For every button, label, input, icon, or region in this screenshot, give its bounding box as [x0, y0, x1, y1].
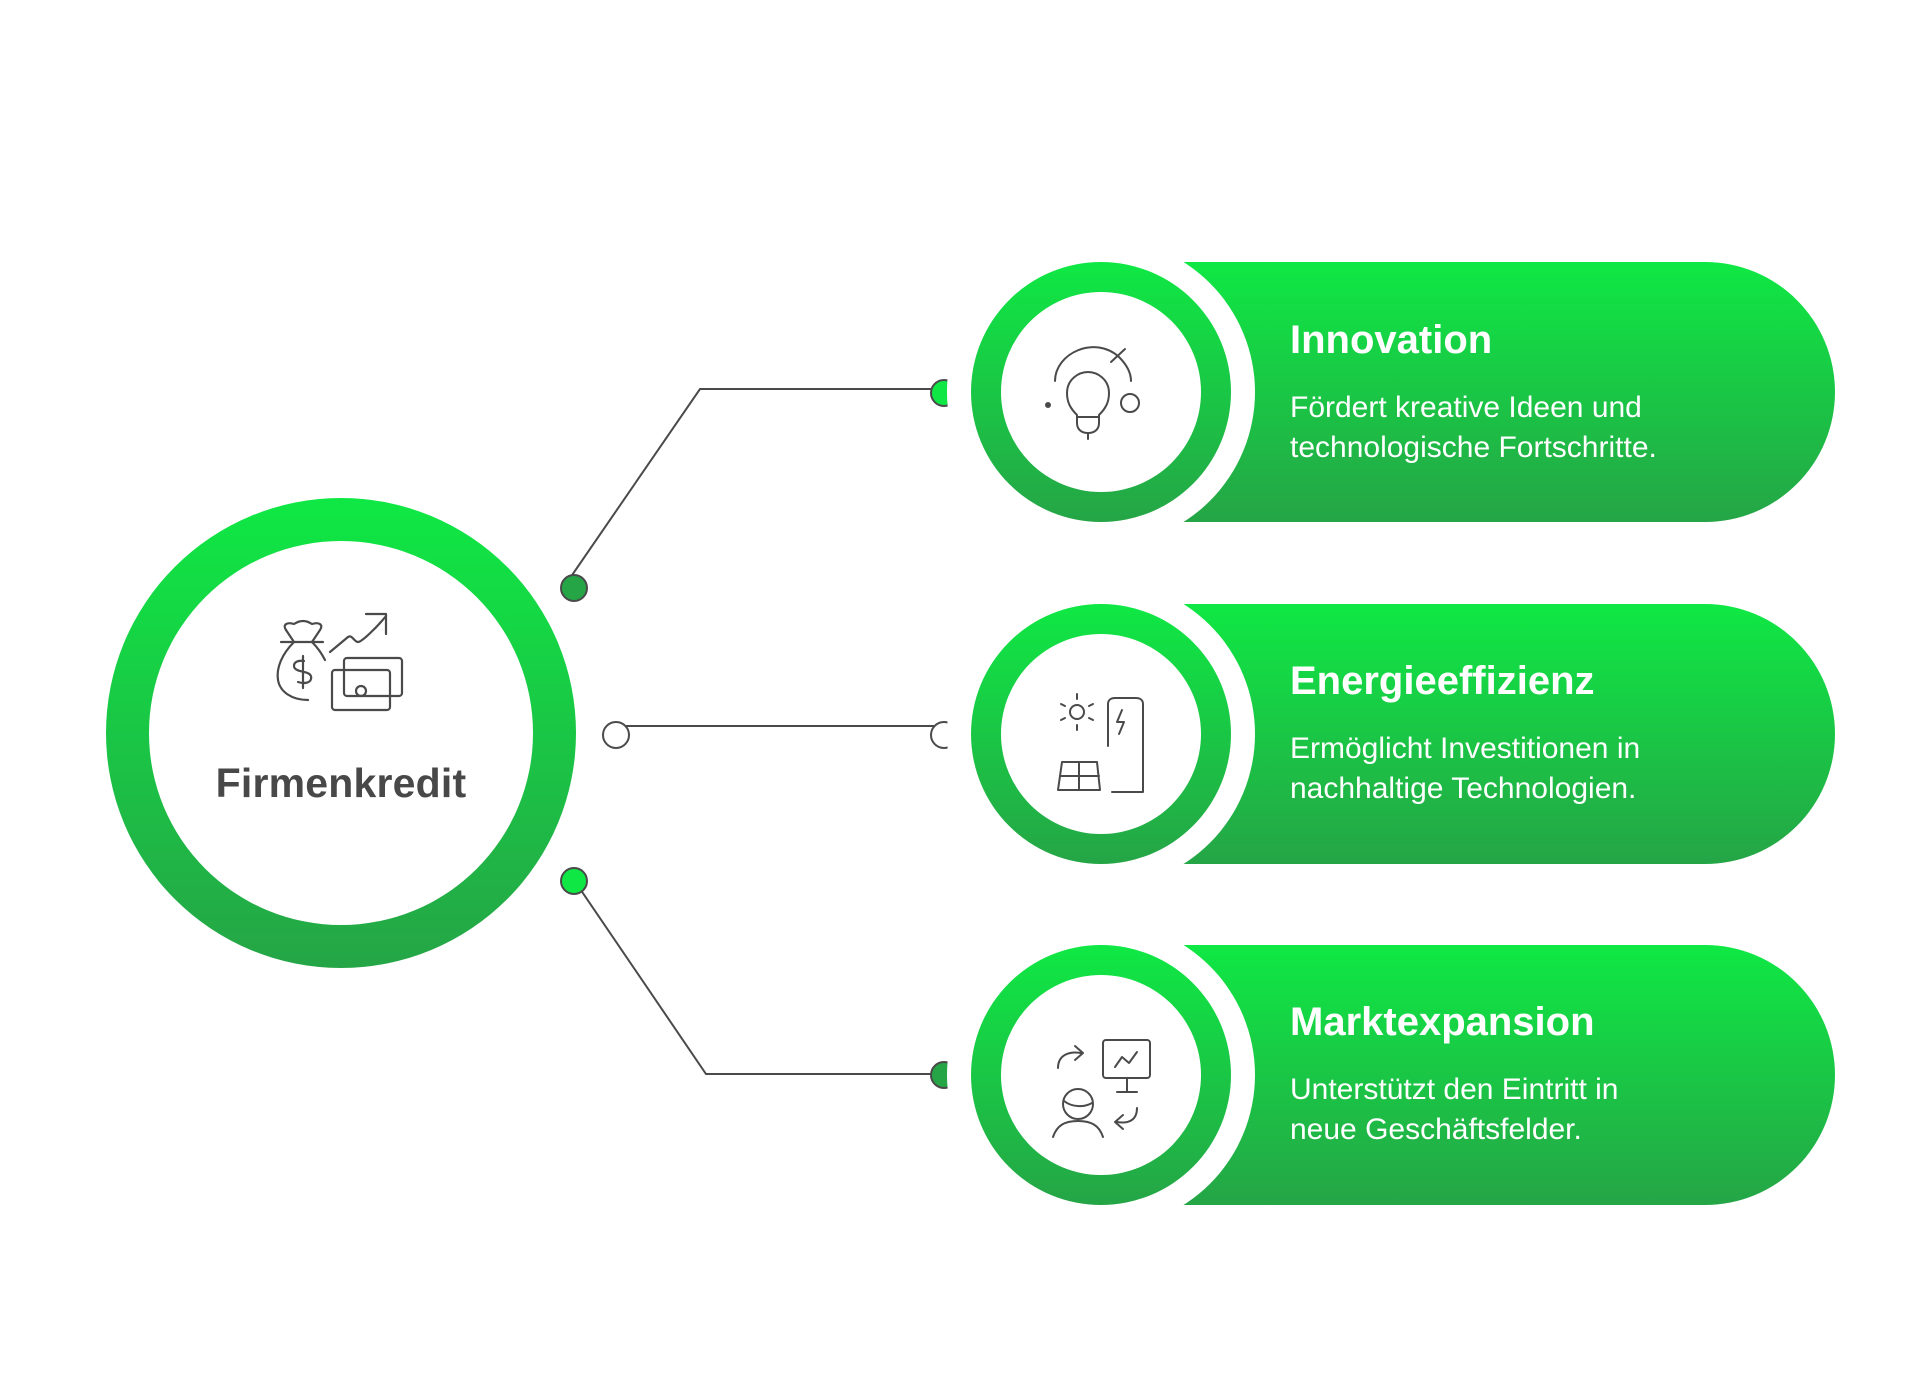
connector-upper — [567, 388, 933, 582]
item-description-line-2: neue Geschäftsfelder. — [1290, 1113, 1582, 1146]
hub-node — [106, 498, 576, 968]
money-bag-growth-icon — [276, 612, 404, 712]
item-inner-disc — [1001, 975, 1201, 1175]
item-description-line-1: Ermöglicht Investitionen in — [1290, 732, 1641, 765]
hub-title: Firmenkredit — [215, 760, 467, 806]
item-inner-disc — [1001, 292, 1201, 492]
item-pill-background — [1172, 604, 1835, 864]
item-description-line-2: nachhaltige Technologien. — [1290, 772, 1637, 805]
item-title: Marktexpansion — [1290, 1000, 1595, 1044]
item-card-innovation — [947, 238, 1835, 546]
lightbulb-orbit-icon — [1045, 346, 1140, 440]
connector-lower-line — [573, 879, 943, 1075]
item-inner-disc — [1001, 634, 1201, 834]
item-text-energieeffizienz: Energieeffizienz Ermöglicht Investitione… — [1290, 657, 1790, 809]
item-description-line-1: Fördert kreative Ideen und — [1290, 391, 1642, 424]
item-text-marktexpansion: Marktexpansion Unterstützt den Eintritt … — [1290, 998, 1790, 1150]
connector-upper-start-dot — [560, 574, 588, 602]
item-title: Innovation — [1290, 318, 1493, 362]
item-title: Energieeffizienz — [1290, 659, 1595, 703]
connector-upper-line — [567, 388, 933, 582]
person-presentation-exchange-icon — [1052, 1039, 1151, 1138]
item-description-line-1: Unterstützt den Eintritt in — [1290, 1073, 1619, 1106]
item-pill-background — [1172, 945, 1835, 1205]
item-card-energieeffizienz — [947, 580, 1835, 888]
item-pill-background — [1172, 262, 1835, 522]
item-description-line-2: technologische Fortschritte. — [1290, 431, 1657, 464]
connector-middle-start-dot — [602, 721, 630, 749]
solar-panel-battery-icon — [1057, 693, 1144, 793]
connector-lower-start-dot — [560, 867, 588, 895]
item-text-innovation: Innovation Fördert kreative Ideen und te… — [1290, 316, 1790, 468]
item-card-marktexpansion — [947, 921, 1835, 1229]
connector-lower — [573, 879, 943, 1075]
hub-inner-disc — [149, 541, 533, 925]
